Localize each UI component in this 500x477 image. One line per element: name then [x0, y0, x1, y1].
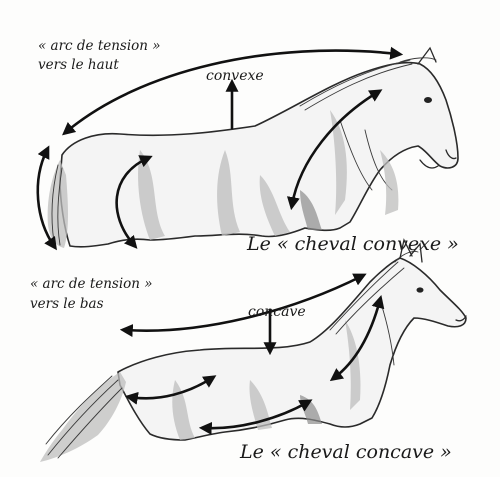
tail-curve-arrow — [36, 145, 57, 251]
tension-arc-up-arrow — [62, 46, 404, 136]
hip-arrow — [124, 375, 217, 405]
concave-tension-arrows — [119, 273, 385, 435]
concave-horse-illustration — [40, 238, 467, 462]
convex-label: convexe — [206, 68, 264, 84]
convex-caption: Le « cheval convexe » — [246, 233, 459, 255]
top-tension-label-line2: vers le haut — [38, 57, 119, 73]
belly-arrow — [198, 399, 313, 435]
belly-curve-arrow — [115, 155, 153, 249]
concave-label: concave — [248, 304, 306, 320]
neck-arrow — [329, 294, 385, 382]
top-tension-label-line1: « arc de tension » — [38, 38, 161, 54]
concave-caption: Le « cheval concave » — [239, 441, 452, 463]
bottom-tension-label-line1: « arc de tension » — [30, 276, 153, 292]
convex-tension-arrows — [36, 46, 404, 251]
tension-arc-down-arrow — [119, 273, 367, 338]
neck-curve-arrow — [286, 89, 383, 211]
bottom-tension-label-line2: vers le bas — [30, 296, 104, 312]
